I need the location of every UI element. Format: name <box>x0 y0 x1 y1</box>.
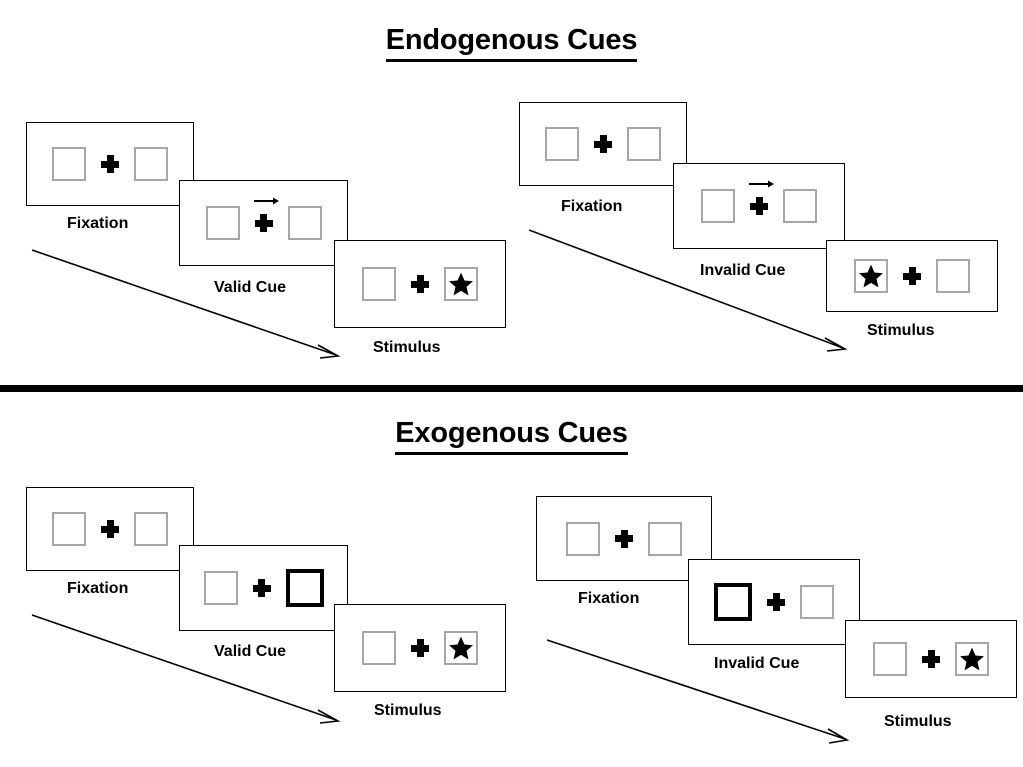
placeholder-box-left <box>545 127 579 161</box>
target-box-right <box>955 642 989 676</box>
fixation-cross-icon <box>613 528 635 550</box>
trial-frame-endogenous-valid-fixation[interactable] <box>26 122 194 206</box>
placeholder-box-right <box>800 585 834 619</box>
stage-label-endogenous-valid-cue: Valid Cue <box>214 279 287 296</box>
fixation-cross-icon <box>409 637 431 659</box>
placeholder-box-left <box>566 521 600 556</box>
fixation-cross-icon <box>409 273 431 295</box>
display-endogenous-valid-cue <box>205 197 322 240</box>
section-divider <box>0 385 1023 392</box>
fixation-cross-icon <box>592 133 614 155</box>
stage-label-exogenous-valid-stimulus: Stimulus <box>374 702 442 719</box>
placeholder-box-left <box>701 189 735 223</box>
display-endogenous-valid-stimulus <box>362 267 478 301</box>
peripheral-cue-box-right <box>285 569 324 607</box>
placeholder-box-right <box>648 521 682 556</box>
stage-label-endogenous-invalid-fixation: Fixation <box>561 198 623 215</box>
placeholder-box-left <box>205 206 240 240</box>
display-exogenous-valid-cue <box>203 569 324 607</box>
trial-frame-exogenous-valid-cue[interactable] <box>179 545 348 631</box>
star-icon <box>959 646 985 672</box>
stage-label-endogenous-valid-stimulus: Stimulus <box>373 339 441 356</box>
arrow-right-cue-icon <box>253 195 279 207</box>
fixation-cross-icon <box>253 197 279 234</box>
placeholder-box-left <box>873 642 907 676</box>
display-exogenous-valid-fixation <box>52 512 168 546</box>
placeholder-box-right <box>134 147 168 181</box>
placeholder-box-left <box>52 512 86 546</box>
placeholder-box-right <box>783 189 817 223</box>
fixation-cross-icon <box>748 180 774 217</box>
target-box-left <box>854 259 888 293</box>
star-icon <box>448 635 474 661</box>
time-arrow-exogenous-invalid <box>545 638 865 753</box>
stage-label-exogenous-valid-fixation: Fixation <box>67 580 129 597</box>
trial-frame-endogenous-invalid-stimulus[interactable] <box>826 240 998 312</box>
placeholder-box-right <box>134 512 168 546</box>
display-exogenous-invalid-stimulus <box>873 642 989 676</box>
trial-frame-exogenous-invalid-fixation[interactable] <box>536 496 712 581</box>
trial-frame-exogenous-valid-fixation[interactable] <box>26 487 194 571</box>
stage-label-endogenous-invalid-cue: Invalid Cue <box>700 262 786 279</box>
fixation-cross-icon <box>920 648 942 670</box>
placeholder-box-right <box>627 127 661 161</box>
arrow-right-cue-icon <box>748 178 774 190</box>
fixation-cross-icon <box>765 591 787 613</box>
stage-label-endogenous-invalid-stimulus: Stimulus <box>867 322 935 339</box>
placeholder-box-right <box>287 206 322 240</box>
stage-label-exogenous-invalid-cue: Invalid Cue <box>714 655 800 672</box>
fixation-cross-icon <box>99 518 121 540</box>
placeholder-box-left <box>362 631 396 665</box>
display-endogenous-invalid-stimulus <box>854 259 970 293</box>
display-endogenous-invalid-cue <box>701 180 817 223</box>
target-box-right <box>444 631 478 665</box>
stage-label-exogenous-invalid-fixation: Fixation <box>578 590 640 607</box>
display-endogenous-invalid-fixation <box>545 127 661 161</box>
star-icon <box>858 263 884 289</box>
section-title-endogenous: Endogenous Cues <box>0 24 1023 62</box>
stage-label-exogenous-invalid-stimulus: Stimulus <box>884 713 952 730</box>
section-title-exogenous-text: Exogenous Cues <box>395 417 628 455</box>
peripheral-cue-box-left <box>714 583 752 621</box>
trial-frame-endogenous-valid-stimulus[interactable] <box>334 240 506 328</box>
fixation-cross-icon <box>901 265 923 287</box>
fixation-cross-icon <box>99 153 121 175</box>
trial-frame-endogenous-invalid-cue[interactable] <box>673 163 845 249</box>
placeholder-box-left <box>52 147 86 181</box>
stage-label-endogenous-valid-fixation: Fixation <box>67 215 129 232</box>
display-exogenous-valid-stimulus <box>362 631 478 665</box>
placeholder-box-left <box>362 267 396 301</box>
placeholder-box-right <box>936 259 970 293</box>
trial-frame-exogenous-valid-stimulus[interactable] <box>334 604 506 692</box>
target-box-right <box>444 267 478 301</box>
trial-frame-endogenous-valid-cue[interactable] <box>179 180 348 266</box>
display-exogenous-invalid-fixation <box>566 521 682 556</box>
trial-frame-endogenous-invalid-fixation[interactable] <box>519 102 687 186</box>
section-title-endogenous-text: Endogenous Cues <box>385 24 637 62</box>
trial-frame-exogenous-invalid-cue[interactable] <box>688 559 860 645</box>
display-exogenous-invalid-cue <box>714 583 834 621</box>
trial-frame-exogenous-invalid-stimulus[interactable] <box>845 620 1017 698</box>
fixation-cross-icon <box>251 577 273 599</box>
section-title-exogenous: Exogenous Cues <box>0 417 1023 455</box>
placeholder-box-left <box>203 571 238 605</box>
star-icon <box>448 271 474 297</box>
stage-label-exogenous-valid-cue: Valid Cue <box>214 643 287 660</box>
display-endogenous-valid-fixation <box>52 147 168 181</box>
